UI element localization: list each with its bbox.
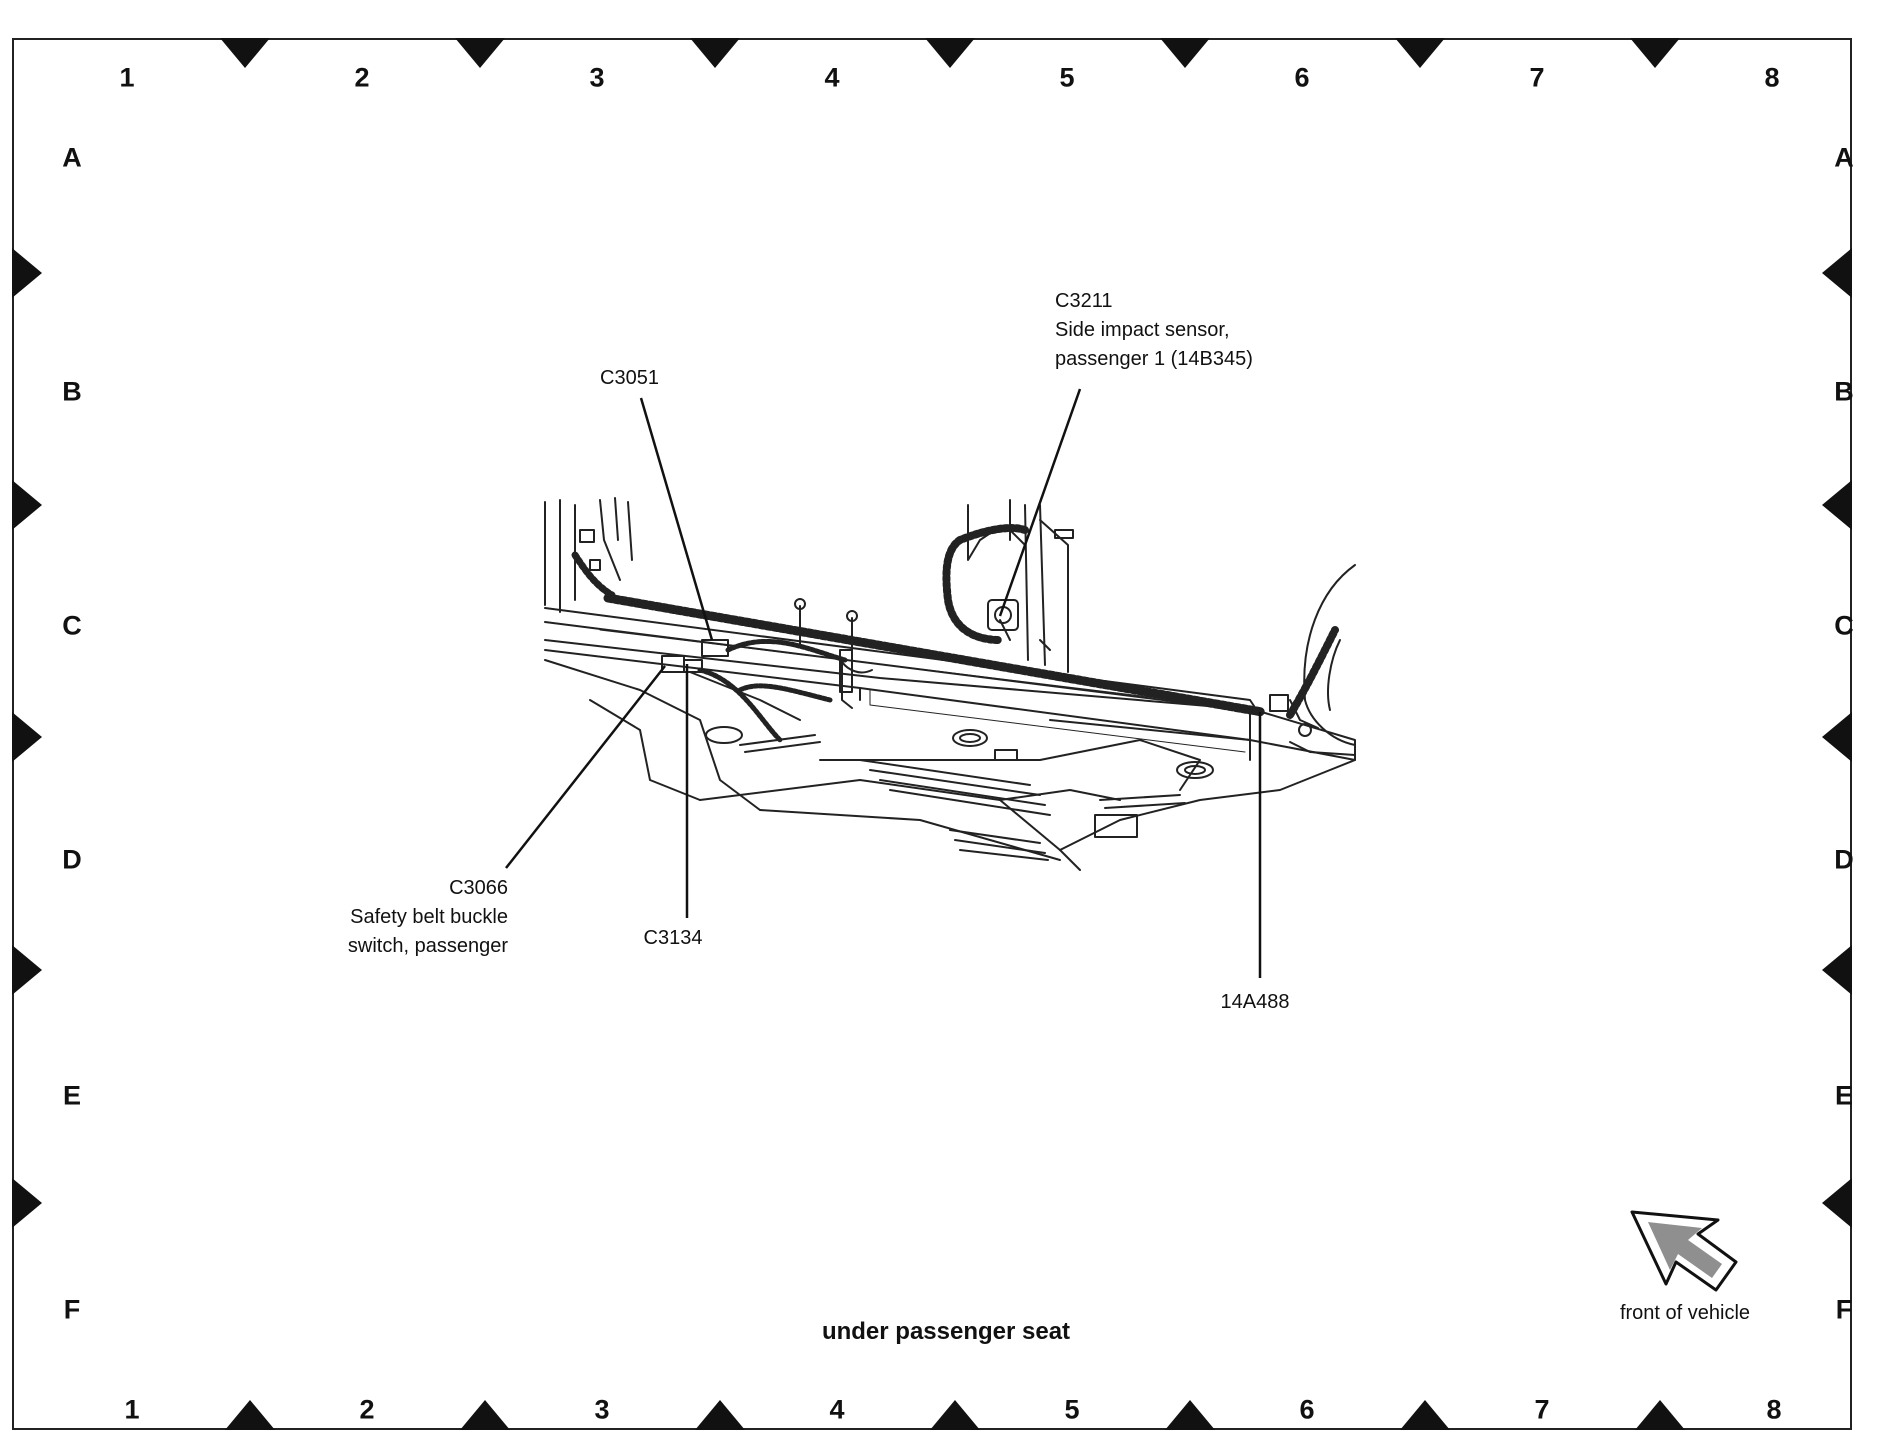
top-tick xyxy=(1160,38,1210,68)
top-tick xyxy=(1395,38,1445,68)
grid-row-right-d: D xyxy=(1834,844,1854,875)
grid-row-left-f: F xyxy=(63,1294,81,1325)
bottom-tick xyxy=(1400,1400,1450,1430)
left-tick xyxy=(12,712,42,762)
bottom-tick xyxy=(930,1400,980,1430)
top-tick xyxy=(455,38,505,68)
right-tick xyxy=(1822,1178,1852,1228)
callout-c3066-label: C3066 xyxy=(449,877,508,899)
bottom-tick xyxy=(225,1400,275,1430)
callout-c3134-label: C3134 xyxy=(643,927,703,949)
bottom-tick xyxy=(460,1400,510,1430)
callout-c3066-line2: Safety belt buckle xyxy=(350,906,508,928)
grid-col-top-4: 4 xyxy=(824,62,840,93)
leader-c3066 xyxy=(505,665,666,869)
top-tick xyxy=(220,38,270,68)
right-tick xyxy=(1822,712,1852,762)
callout-14a488-label: 14A488 xyxy=(1220,991,1290,1013)
grid-row-right-f: F xyxy=(1835,1294,1853,1325)
callout-c3066-line3: switch, passenger xyxy=(347,935,508,957)
callout-c3051-label: C3051 xyxy=(600,367,659,389)
grid-col-top-1: 1 xyxy=(119,62,135,93)
grid-row-left-d: D xyxy=(62,844,82,875)
left-tick xyxy=(12,248,42,298)
grid-col-bottom-4: 4 xyxy=(829,1394,845,1425)
top-tick xyxy=(690,38,740,68)
grid-row-right-c: C xyxy=(1834,610,1854,641)
grid-col-top-8: 8 xyxy=(1764,62,1780,93)
grid-col-top-2: 2 xyxy=(354,62,370,93)
grid-row-left-c: C xyxy=(62,610,82,641)
callout-c3211-label: C3211 xyxy=(1055,290,1113,312)
callout-c3211: C3211 Side impact sensor, passenger 1 (1… xyxy=(1055,287,1253,374)
right-tick xyxy=(1822,945,1852,995)
bottom-tick xyxy=(1165,1400,1215,1430)
grid-col-bottom-3: 3 xyxy=(594,1394,610,1425)
grid-col-bottom-1: 1 xyxy=(124,1394,140,1425)
grid-col-top-7: 7 xyxy=(1529,62,1545,93)
callout-c3211-line3: passenger 1 (14B345) xyxy=(1055,348,1253,370)
callout-c3211-line2: Side impact sensor, xyxy=(1055,319,1230,341)
bottom-tick xyxy=(1635,1400,1685,1430)
right-tick xyxy=(1822,248,1852,298)
callout-c3066: C3066 Safety belt buckle switch, passeng… xyxy=(348,874,508,961)
grid-col-bottom-5: 5 xyxy=(1064,1394,1080,1425)
grid-col-bottom-8: 8 xyxy=(1766,1394,1782,1425)
grid-col-bottom-6: 6 xyxy=(1299,1394,1315,1425)
bottom-tick xyxy=(695,1400,745,1430)
top-tick xyxy=(1630,38,1680,68)
leader-c3051 xyxy=(639,397,714,641)
grid-col-bottom-7: 7 xyxy=(1534,1394,1550,1425)
left-tick xyxy=(12,1178,42,1228)
right-tick xyxy=(1822,480,1852,530)
callout-14a488: 14A488 xyxy=(1221,988,1290,1017)
left-tick xyxy=(12,480,42,530)
leader-c3211 xyxy=(998,388,1082,617)
grid-col-top-5: 5 xyxy=(1059,62,1075,93)
grid-row-left-a: A xyxy=(62,142,82,173)
top-tick xyxy=(925,38,975,68)
grid-col-top-6: 6 xyxy=(1294,62,1310,93)
view-caption: under passenger seat xyxy=(821,1318,1071,1345)
grid-col-bottom-2: 2 xyxy=(359,1394,375,1425)
grid-row-right-b: B xyxy=(1834,376,1854,407)
grid-row-left-b: B xyxy=(62,376,82,407)
callout-c3134: C3134 xyxy=(644,924,703,953)
grid-row-right-a: A xyxy=(1834,142,1854,173)
grid-col-top-3: 3 xyxy=(589,62,605,93)
front-of-vehicle-label: front of vehicle xyxy=(1619,1302,1751,1324)
grid-row-left-e: E xyxy=(62,1080,82,1111)
grid-row-right-e: E xyxy=(1834,1080,1854,1111)
left-tick xyxy=(12,945,42,995)
callout-c3051: C3051 xyxy=(600,364,659,393)
